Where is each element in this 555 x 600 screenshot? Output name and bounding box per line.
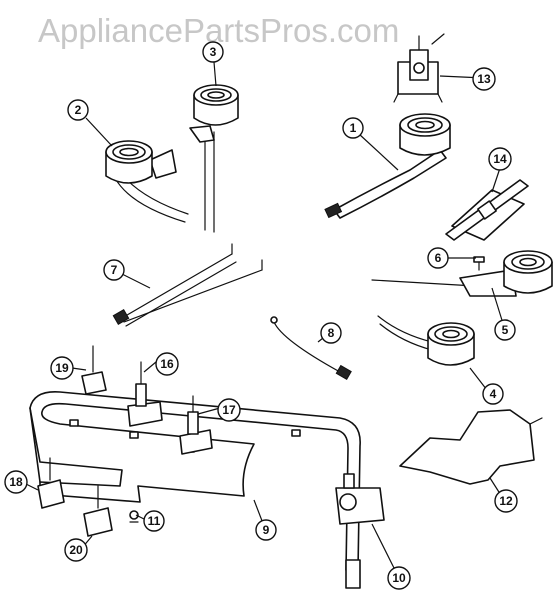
part-17-valve [179, 395, 213, 455]
part-14-clamp [445, 179, 529, 241]
svg-text:11: 11 [148, 514, 161, 528]
svg-text:16: 16 [160, 357, 174, 371]
burner-5 [371, 250, 553, 297]
burner-3 [189, 84, 239, 233]
callout-1: 1 [342, 117, 364, 139]
part-13-bracket [393, 33, 445, 103]
burner-4 [377, 315, 475, 366]
callout-11: 11 [143, 510, 165, 532]
svg-text:17: 17 [222, 403, 236, 417]
callout-19: 19 [50, 356, 74, 380]
svg-text:4: 4 [490, 387, 497, 401]
part-9-manifold [29, 391, 361, 589]
svg-text:7: 7 [111, 263, 118, 277]
callout-6: 6 [427, 247, 449, 269]
callout-9: 9 [255, 519, 277, 541]
callout-2: 2 [67, 99, 89, 121]
svg-text:9: 9 [263, 523, 270, 537]
callout-13: 13 [472, 67, 496, 91]
part-10-regulator [335, 473, 385, 525]
svg-text:14: 14 [493, 152, 507, 166]
svg-text:6: 6 [435, 251, 442, 265]
callout-3: 3 [202, 41, 224, 63]
callout-4: 4 [482, 383, 504, 405]
callout-17: 17 [217, 398, 241, 422]
callout-14: 14 [488, 147, 512, 171]
part-7-harness [112, 243, 263, 327]
part-6-screw [473, 256, 485, 271]
svg-text:18: 18 [9, 475, 23, 489]
callout-18: 18 [4, 470, 28, 494]
callout-5: 5 [494, 319, 516, 341]
callout-16: 16 [155, 352, 179, 376]
part-19-valve [81, 345, 107, 395]
burner-2 [105, 140, 189, 223]
callout-10: 10 [387, 566, 411, 590]
part-11-fitting [129, 510, 139, 523]
svg-text:3: 3 [210, 45, 217, 59]
svg-text:10: 10 [392, 571, 406, 585]
callout-20: 20 [64, 538, 88, 562]
svg-text:1: 1 [350, 121, 357, 135]
svg-text:2: 2 [75, 103, 82, 117]
svg-text:19: 19 [55, 361, 69, 375]
callout-8: 8 [320, 322, 342, 344]
part-8-wire [270, 316, 352, 381]
part-16-valve [127, 361, 163, 427]
callout-12: 12 [494, 489, 518, 513]
svg-text:5: 5 [502, 323, 509, 337]
part-20-valve [83, 485, 113, 537]
svg-text:8: 8 [328, 326, 335, 340]
watermark-text: AppliancePartsPros.com [38, 12, 399, 49]
burner-1 [324, 113, 451, 219]
svg-text:20: 20 [69, 543, 83, 557]
svg-text:13: 13 [477, 72, 491, 86]
part-12-bracket [399, 409, 543, 485]
svg-text:12: 12 [499, 494, 513, 508]
callout-7: 7 [103, 259, 125, 281]
part-18-valve [37, 457, 65, 509]
